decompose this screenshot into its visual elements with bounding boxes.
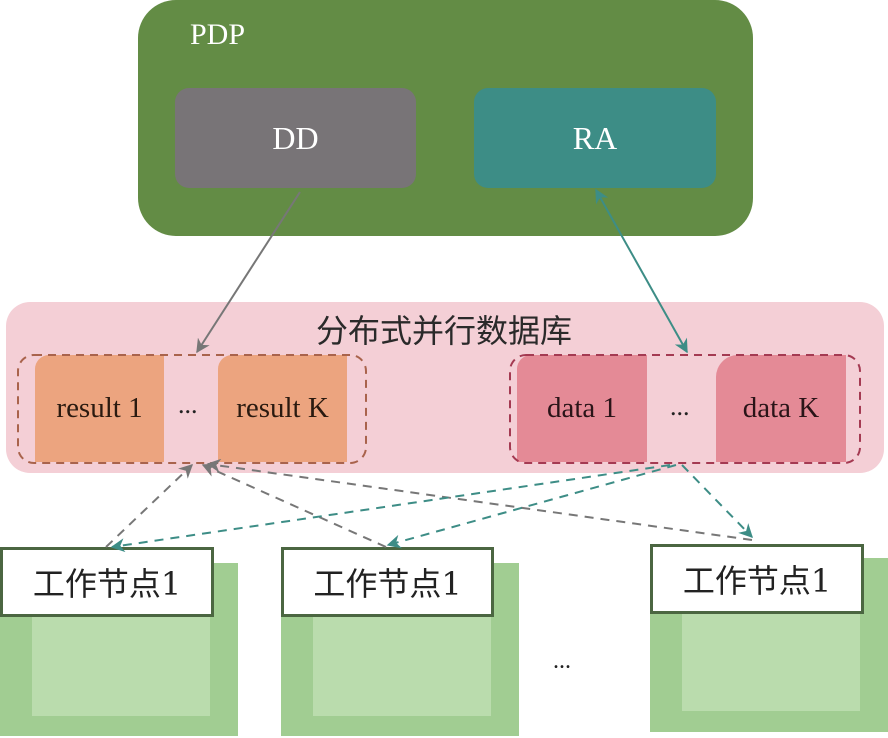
result-ellipsis: ... <box>178 390 198 419</box>
pdp-title: PDP <box>190 18 246 51</box>
worker-node-2-label[interactable]: 工作节点1 <box>281 547 494 617</box>
ra-box[interactable]: RA <box>474 88 716 188</box>
data-to-node2-arrow <box>386 464 677 549</box>
worker-node-2-inner <box>313 610 491 716</box>
data-k-box[interactable]: data K <box>716 355 846 462</box>
data-group-border <box>509 354 861 464</box>
dd-to-result-arrow <box>196 191 301 354</box>
result-1-box[interactable]: result 1 <box>35 355 164 462</box>
node2-to-result-arrow <box>201 463 387 548</box>
dd-box[interactable]: DD <box>175 88 416 188</box>
database-title: 分布式并行数据库 <box>315 313 572 349</box>
worker-node-3-label[interactable]: 工作节点1 <box>650 544 864 614</box>
result-group-border <box>17 354 367 464</box>
data-to-node3-arrow <box>681 464 753 539</box>
ra-data-arrow <box>595 188 688 354</box>
worker-node-1-label[interactable]: 工作节点1 <box>0 547 214 617</box>
data-ellipsis: ... <box>670 392 690 421</box>
node1-to-result-arrow <box>105 464 194 548</box>
data-to-node1-arrow <box>110 464 671 553</box>
data-1-box[interactable]: data 1 <box>517 355 647 462</box>
node3-to-result-arrow <box>206 458 753 541</box>
worker-node-1-inner <box>32 610 210 716</box>
result-k-box[interactable]: result K <box>218 355 347 462</box>
worker-node-3-inner <box>682 605 860 711</box>
nodes-ellipsis: ... <box>553 648 571 674</box>
